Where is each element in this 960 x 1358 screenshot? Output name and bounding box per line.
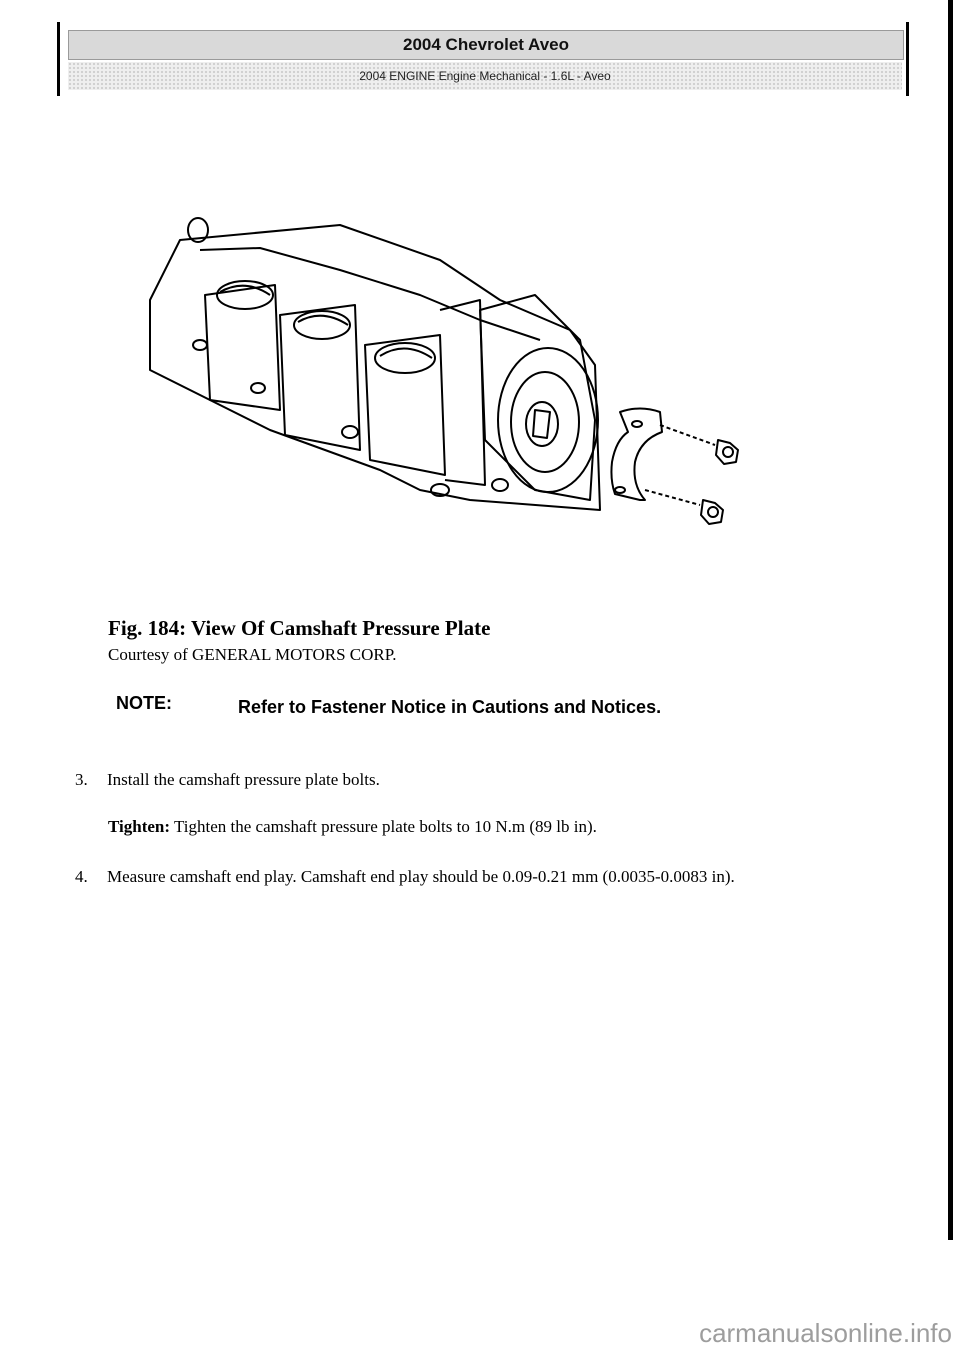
document-subtitle: 2004 ENGINE Engine Mechanical - 1.6L - A… [68, 62, 902, 90]
footer-watermark: carmanualsonline.info [699, 1318, 952, 1348]
step-3: 3. Install the camshaft pressure plate bo… [75, 770, 380, 790]
tighten-text: Tighten the camshaft pressure plate bolt… [174, 817, 597, 836]
cam-bay-2 [279, 304, 361, 451]
pressure-plate [610, 407, 663, 501]
step-text: Install the camshaft pressure plate bolt… [107, 770, 380, 789]
step-text: Measure camshaft end play. Camshaft end … [107, 867, 735, 886]
cylinder-head-outline [149, 224, 601, 511]
camshaft-end-ring [497, 347, 599, 493]
note-text: Refer to Fastener Notice in Cautions and… [238, 697, 662, 717]
note-label: NOTE: [116, 693, 172, 713]
figure-courtesy: Courtesy of GENERAL MOTORS CORP. [108, 645, 397, 664]
step-number: 3. [75, 770, 88, 789]
document-title: 2004 Chevrolet Aveo [68, 30, 904, 60]
cam-bay-3 [364, 334, 446, 476]
step-number: 4. [75, 867, 88, 886]
step-4: 4. Measure camshaft end play. Camshaft en… [75, 865, 855, 889]
bolt-1 [715, 439, 739, 465]
cam-lobe-3 [374, 342, 436, 374]
cam-lobe-1 [216, 280, 274, 310]
page-edge-rule [948, 0, 953, 1240]
header-frame [57, 22, 909, 96]
figure-caption: Fig. 184: View Of Camshaft Pressure Plat… [108, 616, 491, 640]
tighten-spec: Tighten: Tighten the camshaft pressure p… [108, 817, 597, 837]
camshaft-pressure-plate-illustration [149, 217, 739, 525]
bolt-2 [700, 499, 724, 525]
cam-bay-1 [204, 284, 281, 411]
tighten-label: Tighten: [108, 817, 171, 836]
cam-lobe-2 [293, 310, 351, 340]
